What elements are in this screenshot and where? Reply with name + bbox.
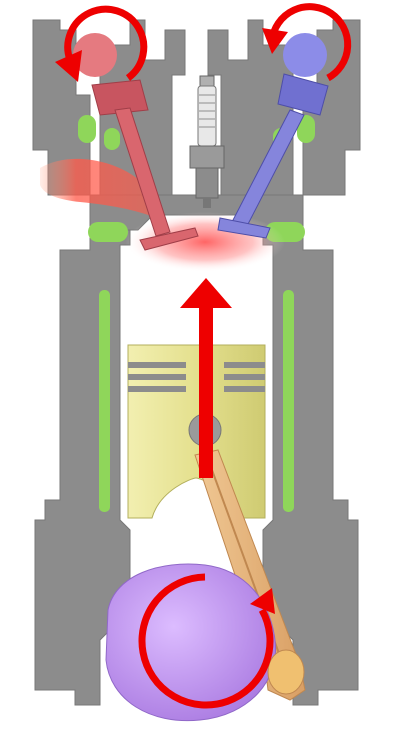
- coolant-right-jacket: [283, 290, 294, 512]
- coolant-left-jacket: [99, 290, 110, 512]
- spark-plug: [190, 76, 224, 208]
- coolant-left-head-2: [104, 128, 120, 150]
- exhaust-cam: [283, 33, 327, 77]
- coolant-left-deck: [88, 222, 128, 242]
- coolant-left-head: [78, 115, 96, 143]
- piston: [128, 345, 265, 518]
